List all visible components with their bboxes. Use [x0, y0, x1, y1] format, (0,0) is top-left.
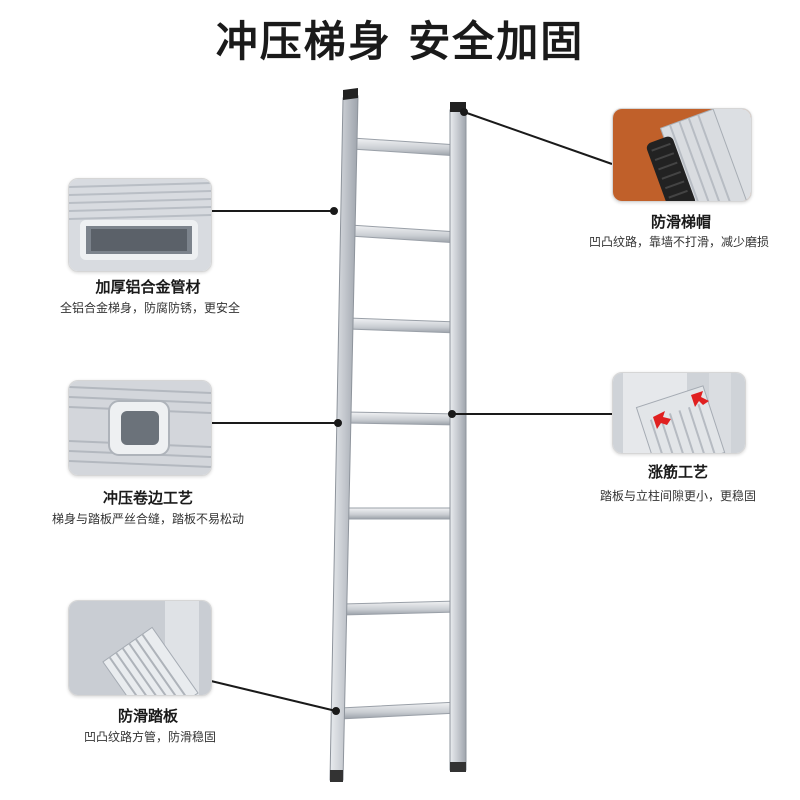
ladder-left-rail	[329, 88, 359, 782]
feature-desc-tread: 凹凸纹路方管，防滑稳固	[83, 730, 216, 744]
ladder-rung	[349, 224, 459, 244]
ladder-rung	[345, 411, 459, 426]
rail-bottom-cap	[450, 762, 466, 772]
ladder-rung	[341, 600, 459, 616]
stamping-flange-image	[68, 380, 212, 476]
ladder-right-rail	[449, 102, 467, 772]
feature-title-stamping: 冲压卷边工艺	[102, 489, 193, 507]
feature-desc-stamping: 梯身与踏板严丝合缝，踏板不易松动	[51, 512, 244, 526]
feature-desc-expansion: 踏板与立柱间隙更小，更稳固	[599, 489, 756, 503]
ladder-rung	[347, 317, 459, 334]
ladder-rung	[343, 507, 459, 520]
rail-top-cap	[343, 88, 358, 100]
feature-desc-tube: 全铝合金梯身，防腐防锈，更安全	[59, 301, 240, 315]
anti-slip-cap-image	[612, 108, 752, 202]
ladder-rungs	[339, 137, 459, 720]
expansion-rib-image	[612, 372, 746, 454]
leader-line-cap	[463, 111, 613, 165]
ladder-rung	[351, 137, 459, 157]
headline: 冲压梯身 安全加固	[215, 17, 585, 66]
leader-line-tread	[210, 680, 337, 712]
anti-slip-tread-image	[68, 600, 212, 696]
feature-title-tread: 防滑踏板	[117, 707, 178, 725]
feature-desc-cap: 凹凸纹路，靠墙不打滑，减少磨损	[588, 235, 769, 249]
expansion-arrow-icon	[653, 391, 709, 429]
feature-title-cap: 防滑梯帽	[650, 213, 711, 231]
feature-title-expansion: 涨筋工艺	[647, 463, 708, 481]
tube-cross-section-image	[68, 178, 212, 272]
feature-title-tube: 加厚铝合金管材	[95, 278, 201, 296]
leader-lines	[210, 108, 613, 715]
rail-bottom-cap	[330, 770, 343, 782]
ladder-rung	[339, 701, 459, 720]
